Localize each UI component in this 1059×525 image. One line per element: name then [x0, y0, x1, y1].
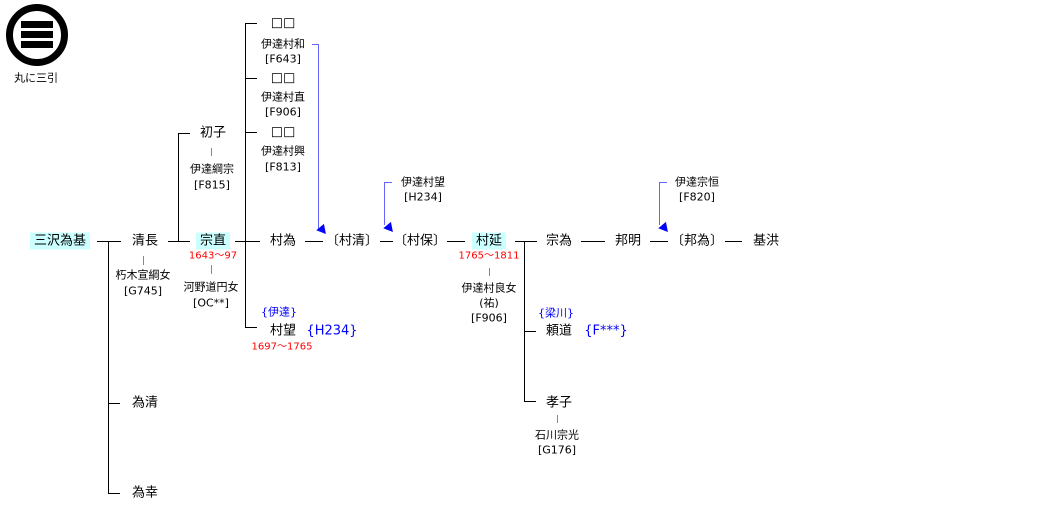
spouse-id: [F643] [265, 52, 301, 66]
person-kuniaki[interactable]: 邦明 [614, 233, 642, 249]
crest-icon [6, 4, 68, 66]
person-hatsuko[interactable]: 初子 [199, 125, 227, 141]
person-murakata[interactable]: 村為 [269, 233, 297, 249]
person-murakiyo[interactable]: 〔村清〕 [325, 233, 379, 249]
spouse-name: 石川宗光 [535, 428, 579, 442]
family-label: {伊達} [261, 305, 297, 319]
family-label: {梁川} [538, 306, 574, 320]
person-murayasu[interactable]: 〔村保〕 [393, 233, 447, 249]
person-takako[interactable]: 孝子 [545, 395, 573, 411]
person-tameyuki[interactable]: 為幸 [131, 485, 159, 501]
adopted-from: 伊達村望 [401, 175, 445, 189]
adoption-arrow-icon [658, 221, 672, 236]
person-yorimichi[interactable]: 頼道 [545, 323, 573, 339]
person-muramochi[interactable]: 村望 [269, 323, 297, 339]
person-muranobu[interactable]: 村延 [471, 232, 507, 250]
person-kunitame[interactable]: 〔邦為〕 [670, 233, 724, 249]
spouse-name: 伊達村良女 [461, 281, 517, 295]
spouse-name: 伊達綱宗 [190, 162, 234, 176]
spouse-name: 伊達村直 [261, 90, 305, 104]
adopted-from: 伊達宗恒 [675, 175, 719, 189]
adopted-from-id: [H234] [404, 190, 442, 204]
spouse-id: [F906] [471, 311, 507, 325]
spouse-name: 朽木宣綱女 [115, 268, 171, 282]
person-daughter[interactable]: □□ [270, 124, 296, 140]
spouse-name: 伊達村和 [261, 37, 305, 51]
years: 1765～1811 [458, 250, 520, 262]
person-link[interactable]: {H234} [306, 323, 358, 339]
person-tamekiyo[interactable]: 為清 [131, 395, 159, 411]
person-motohiro[interactable]: 基洪 [752, 233, 780, 249]
spouse-id: [G176] [537, 443, 577, 457]
person-link[interactable]: {F***} [584, 323, 628, 339]
person-daughter[interactable]: □□ [270, 15, 296, 31]
person-tamemoto[interactable]: 三沢為基 [29, 232, 91, 250]
spouse-id: [F815] [194, 178, 230, 192]
person-daughter[interactable]: □□ [270, 70, 296, 86]
spouse-name: 伊達村興 [261, 144, 305, 158]
person-munenao[interactable]: 宗直 [195, 232, 231, 250]
person-munetame[interactable]: 宗為 [545, 233, 573, 249]
spouse-given-name: (祐) [479, 296, 499, 310]
adopted-from-id: [F820] [679, 190, 715, 204]
person-kiyonaga[interactable]: 清長 [131, 233, 159, 249]
years: 1697～1765 [251, 341, 313, 353]
spouse-name: 河野道円女 [183, 280, 239, 294]
crest-label: 丸に三引 [14, 71, 58, 85]
spouse-id: [F813] [265, 160, 301, 174]
years: 1643～97 [188, 250, 238, 262]
spouse-id: [OC**] [193, 296, 229, 310]
spouse-id: [F906] [265, 105, 301, 119]
spouse-id: [G745] [123, 284, 163, 298]
